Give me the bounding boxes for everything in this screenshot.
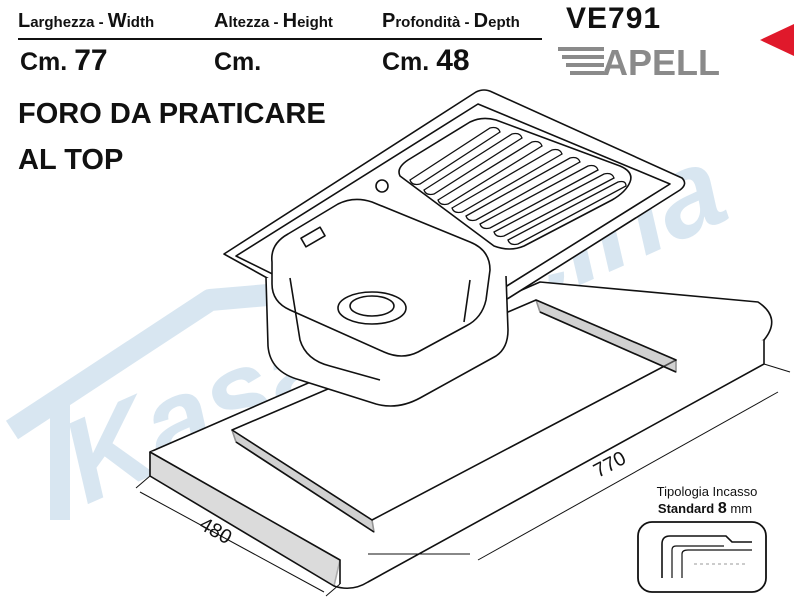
brand-logo: APELL bbox=[558, 42, 720, 80]
heading-line-1: FORO DA PRATICARE bbox=[18, 98, 326, 130]
dimension-lines bbox=[135, 363, 791, 597]
installation-icon bbox=[637, 521, 767, 593]
depth-value: Cm. 48 bbox=[382, 44, 470, 77]
heading-line-2: AL TOP bbox=[18, 144, 124, 176]
red-triangle-icon bbox=[760, 24, 794, 56]
depth-label: Profondità - Depth bbox=[382, 10, 520, 32]
worktop bbox=[149, 281, 773, 590]
width-label: Larghezza - Width bbox=[18, 10, 155, 32]
brand-name: APELL bbox=[602, 42, 720, 80]
sink bbox=[223, 89, 686, 407]
width-value: Cm. 77 bbox=[20, 44, 108, 77]
height-value: Cm. bbox=[214, 48, 262, 76]
drainboard-ribs bbox=[409, 126, 627, 246]
height-label: Altezza - Height bbox=[214, 10, 333, 32]
installation-title: Tipologia Incasso bbox=[656, 484, 758, 499]
header-rule bbox=[18, 38, 542, 40]
model-code: VE791 bbox=[566, 2, 662, 35]
installation-standard: Standard 8 mm bbox=[657, 500, 753, 517]
